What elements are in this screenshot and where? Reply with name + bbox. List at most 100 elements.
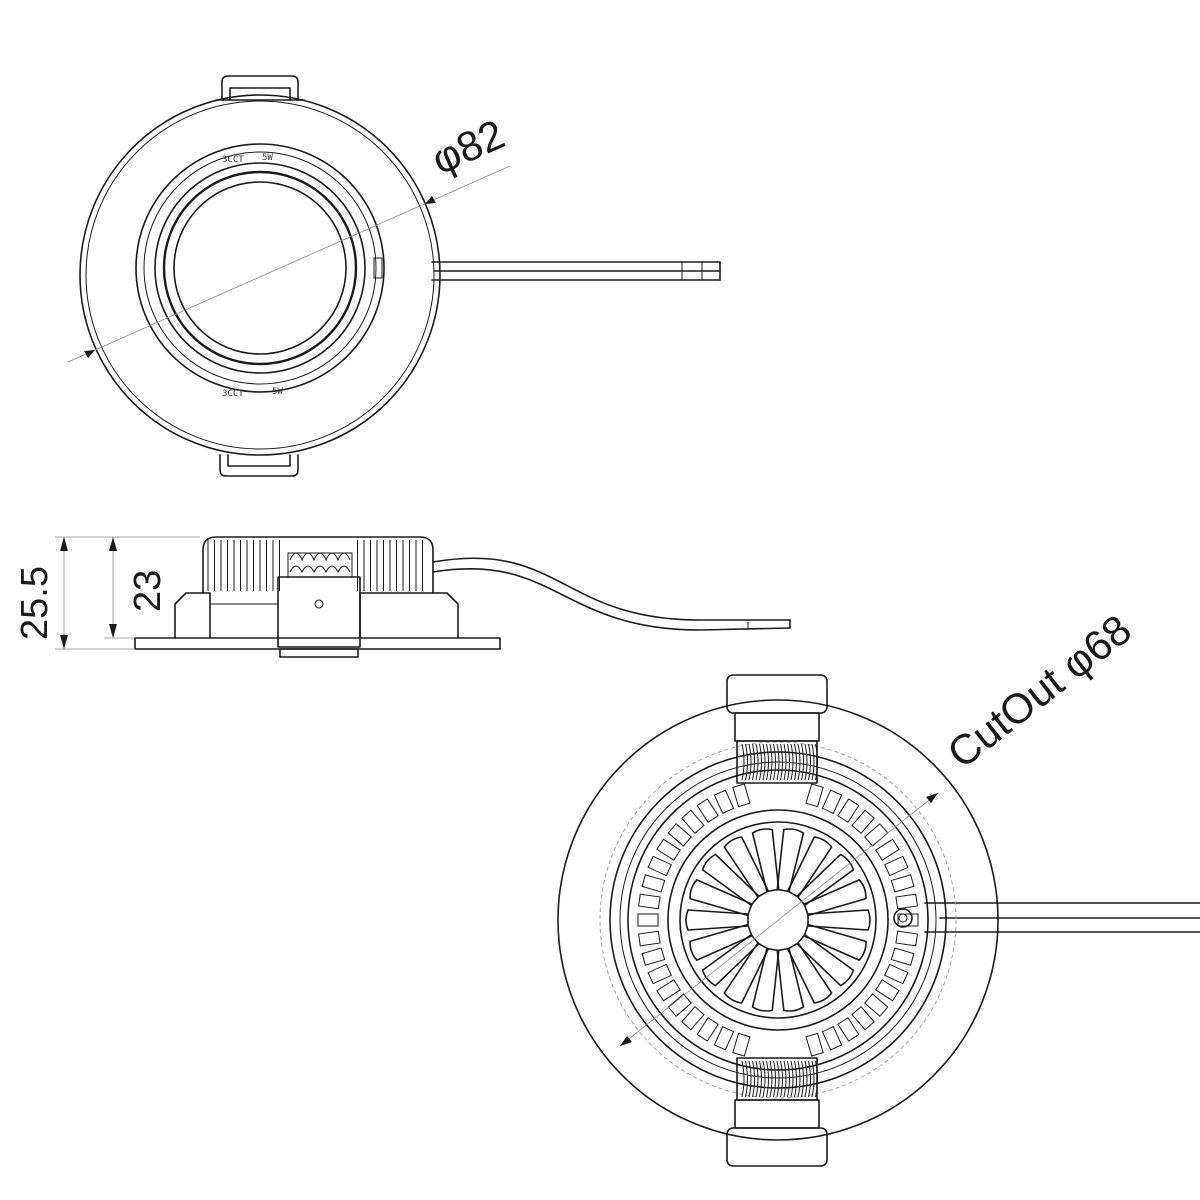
radial-slot bbox=[751, 828, 780, 893]
side-cable-top bbox=[432, 557, 791, 621]
fin-slot bbox=[851, 809, 875, 834]
dim-arrow bbox=[109, 624, 117, 638]
bezel-ring-inner bbox=[154, 162, 366, 374]
spring-turn bbox=[776, 743, 780, 781]
back-bottom-clip bbox=[726, 1057, 828, 1167]
fin-slot bbox=[713, 789, 735, 814]
radial-slot bbox=[685, 909, 749, 931]
fin-slot bbox=[713, 1026, 735, 1051]
fin-slot bbox=[667, 823, 692, 847]
fin-slot bbox=[821, 1026, 843, 1051]
back-housing-ring bbox=[619, 761, 937, 1079]
back-screw-outer bbox=[893, 908, 913, 928]
cutout-label: CutOut φ68 bbox=[939, 605, 1140, 777]
fin-slot bbox=[895, 930, 919, 947]
fin-slot bbox=[696, 798, 719, 823]
spring-turn bbox=[783, 1060, 787, 1098]
side-housing-left bbox=[174, 592, 211, 639]
spring-turn bbox=[745, 1060, 748, 1098]
marking-bottom-right: 5W bbox=[272, 387, 283, 397]
spring-turn bbox=[776, 1060, 780, 1098]
spring-turn bbox=[762, 1060, 766, 1098]
spring-turn bbox=[808, 1060, 811, 1098]
spring-turn bbox=[745, 743, 748, 781]
spring-turn bbox=[815, 743, 818, 781]
fin-slot bbox=[884, 963, 909, 985]
spring-turn bbox=[787, 1060, 790, 1098]
spring-turn bbox=[759, 743, 762, 781]
radial-slot bbox=[701, 933, 760, 987]
side-cable-bottom bbox=[432, 567, 791, 631]
spring-turn bbox=[741, 743, 745, 781]
fin-slot bbox=[647, 963, 672, 985]
fin-slot bbox=[696, 1017, 719, 1042]
fin-slot bbox=[667, 993, 692, 1017]
radial-slot bbox=[689, 879, 753, 917]
front-cable bbox=[431, 261, 721, 281]
spring-turn bbox=[766, 743, 769, 781]
spring-turn bbox=[769, 743, 773, 781]
front-diameter-label: φ82 bbox=[425, 110, 512, 183]
fin-slot bbox=[805, 783, 824, 808]
fin-slot bbox=[851, 1006, 875, 1031]
fin-slot bbox=[656, 979, 681, 1002]
spring-turn bbox=[755, 743, 759, 781]
marking-bottom-left: 3CCT bbox=[222, 389, 244, 399]
spring-turn bbox=[752, 743, 755, 781]
diameter-dimension-82 bbox=[67, 165, 511, 363]
marking-top-right: 5W bbox=[262, 153, 273, 163]
dim-arrow bbox=[926, 793, 938, 803]
dim-arrow bbox=[425, 196, 436, 204]
radial-slot bbox=[803, 879, 867, 917]
radial-slot bbox=[796, 933, 855, 987]
cutout-dimension-68 bbox=[619, 792, 939, 1047]
dim-arrow bbox=[620, 1036, 632, 1046]
outer-flange bbox=[79, 94, 441, 456]
side-housing-right bbox=[359, 592, 459, 639]
cutout-guide bbox=[599, 741, 957, 1099]
fin-slot bbox=[890, 947, 915, 966]
radial-slot bbox=[723, 942, 769, 1004]
radial-slot bbox=[787, 942, 833, 1004]
height-dimension-25-5 bbox=[55, 536, 200, 650]
back-fin-ring bbox=[637, 783, 919, 1057]
fin-slot bbox=[837, 1017, 860, 1042]
dim-arrow bbox=[109, 537, 117, 551]
back-fin-ring-inner bbox=[667, 809, 889, 1031]
radial-slot bbox=[701, 853, 760, 907]
fin-slot bbox=[875, 838, 900, 861]
back-radial-slots bbox=[685, 828, 871, 1012]
back-cable bbox=[924, 902, 1200, 933]
spring-turn bbox=[783, 743, 787, 781]
fin-slot bbox=[641, 874, 666, 893]
back-screw-inner bbox=[898, 913, 908, 923]
spring-turn bbox=[808, 743, 811, 781]
spring-turn bbox=[780, 1060, 783, 1098]
marking-top-left: 3CCT bbox=[222, 155, 244, 165]
spring-turn bbox=[811, 1060, 815, 1098]
overall-height-label: 25.5 bbox=[14, 566, 56, 640]
fin-slot bbox=[837, 798, 860, 823]
fin-slot bbox=[656, 838, 681, 861]
spring-turn bbox=[762, 743, 766, 781]
bezel-ring-outer bbox=[135, 143, 385, 393]
height-dimension-23 bbox=[104, 537, 135, 639]
spring-turn bbox=[794, 1060, 797, 1098]
lens-inner bbox=[173, 181, 347, 355]
fin-slot bbox=[884, 855, 909, 877]
front-view: 3CCT 5W 3CCT 5W φ82 bbox=[67, 75, 721, 477]
fin-slot bbox=[805, 1032, 824, 1057]
radial-slot bbox=[689, 923, 753, 961]
spring-turn bbox=[801, 743, 804, 781]
fin-slot bbox=[681, 1006, 705, 1031]
spring-turn bbox=[797, 1060, 801, 1098]
fin-slot bbox=[641, 947, 666, 966]
spring-turn bbox=[755, 1060, 759, 1098]
dim-arrow bbox=[84, 350, 95, 358]
fin-slot bbox=[897, 913, 919, 927]
spring-turn bbox=[815, 1060, 818, 1098]
spring-turn bbox=[801, 1060, 804, 1098]
bezel-notch bbox=[373, 257, 383, 279]
side-heatsink bbox=[202, 536, 434, 594]
